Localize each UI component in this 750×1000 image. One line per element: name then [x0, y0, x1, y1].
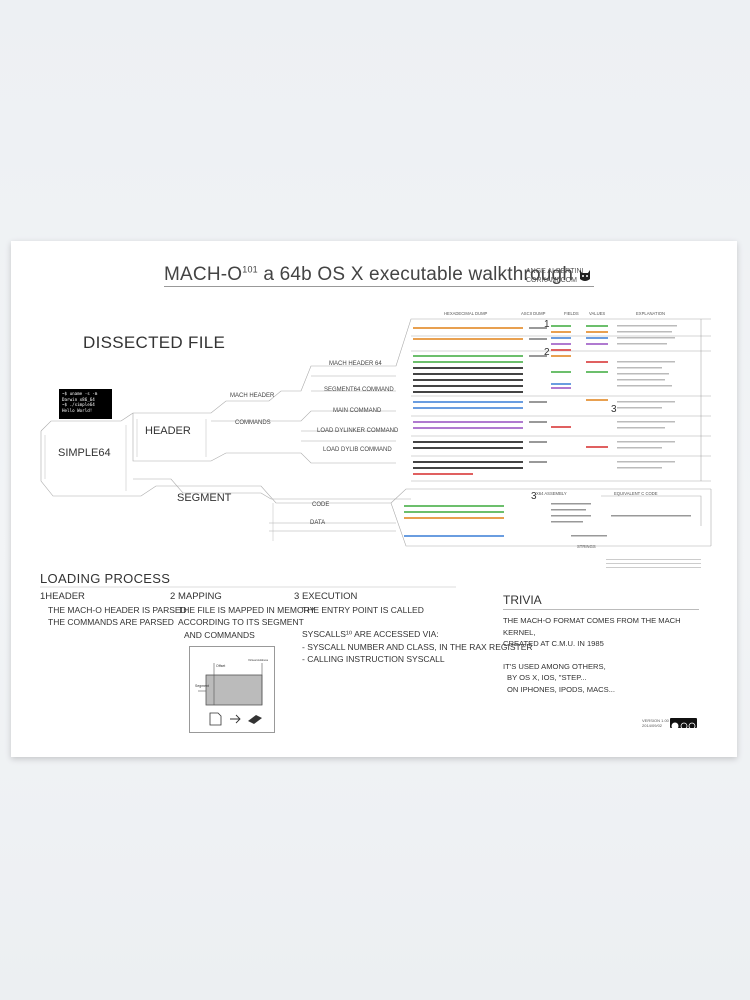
- creative-commons-badge: [670, 718, 697, 730]
- label-load-dylinker-command: LOAD DYLINKER COMMAND: [317, 428, 399, 434]
- svg-text:Offset: Offset: [216, 664, 225, 668]
- col-explanation: EXPLANATION: [636, 311, 666, 316]
- label-simple64: SIMPLE64: [58, 447, 111, 459]
- loading-process-heading: LOADING PROCESS: [40, 571, 171, 586]
- terminal-box: ~$ uname -s -m Darwin x86_64 ~$ ./simple…: [59, 389, 112, 419]
- col-asm: X64 ASSEMBLY: [536, 491, 567, 496]
- label-segment: SEGMENT: [177, 492, 232, 504]
- title-underline: [164, 286, 594, 287]
- file-structure-diagram: [40, 318, 712, 588]
- marker-3b: 3: [531, 491, 537, 502]
- cat-icon: [580, 270, 590, 281]
- marker-1: 1: [544, 319, 550, 330]
- hexdump-rows: [404, 325, 701, 568]
- cc-icon: [671, 722, 696, 730]
- mapping-diagram: Offset Segment Virtual Address: [195, 658, 269, 726]
- col-ascii: ASCII DUMP: [521, 311, 546, 316]
- version-info: VERSION 1.00 2014/09/02: [642, 718, 669, 728]
- label-data: DATA: [310, 520, 326, 526]
- svg-text:Segment: Segment: [195, 684, 209, 688]
- trivia-underline: [503, 609, 699, 610]
- col-strings: STRINGS: [577, 544, 596, 549]
- author-credit: ANGE ALBERTINI CORKAMI.COM: [526, 268, 584, 284]
- trivia-heading: TRIVIA: [503, 593, 542, 607]
- label-commands: COMMANDS: [235, 420, 271, 426]
- step-execution: 3 EXECUTION THE ENTRY POINT IS CALLED SY…: [294, 591, 533, 664]
- label-code: CODE: [312, 502, 330, 508]
- arrow-icon: [230, 714, 241, 724]
- label-header: HEADER: [145, 425, 191, 437]
- chip-icon: [248, 715, 262, 724]
- poster[interactable]: MACH-O101 a 64b OS X executable walkthro…: [11, 241, 737, 757]
- col-values: VALUES: [589, 311, 606, 316]
- mapping-illustration: Offset Segment Virtual Address: [189, 646, 275, 733]
- col-c-code: EQUIVALENT C CODE: [614, 491, 658, 496]
- label-load-dylib-command: LOAD DYLIB COMMAND: [323, 447, 392, 453]
- svg-text:Virtual Address: Virtual Address: [248, 658, 269, 662]
- label-segment64-command: SEGMENT64 COMMAND: [324, 387, 394, 393]
- file-icon: [209, 712, 222, 726]
- step-mapping: 2 MAPPING THE FILE IS MAPPED IN MEMORY A…: [170, 591, 316, 640]
- col-hexdump: HEXADECIMAL DUMP: [444, 311, 488, 316]
- marker-3a: 3: [611, 404, 617, 415]
- label-main-command: MAIN COMMAND: [333, 408, 382, 414]
- dissected-file-heading: DISSECTED FILE: [83, 333, 226, 352]
- marker-2: 2: [544, 347, 550, 358]
- step-header: 1HEADER THE MACH-O HEADER IS PARSED THE …: [40, 591, 187, 627]
- trivia-text: THE MACH-O FORMAT COMES FROM THE MACH KE…: [503, 616, 681, 694]
- poster-title: MACH-O101 a 64b OS X executable walkthro…: [164, 264, 574, 285]
- label-mach-header: MACH HEADER: [230, 393, 275, 399]
- label-mach-header-64: MACH HEADER 64: [329, 361, 382, 367]
- col-fields: FIELDS: [564, 311, 579, 316]
